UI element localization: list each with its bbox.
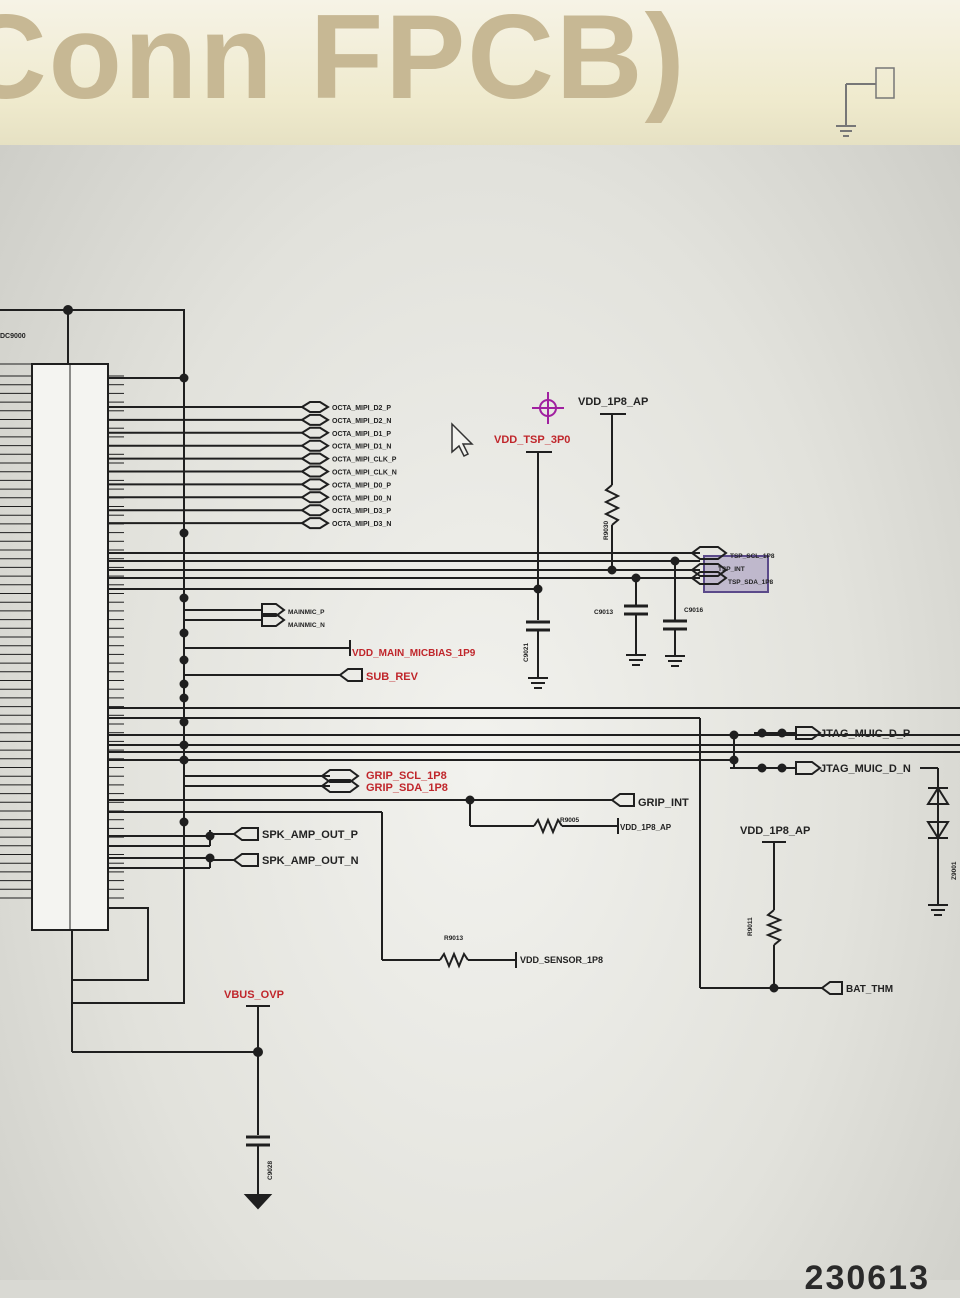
- net-vbus-ovp: VBUS_OVP: [224, 989, 284, 1001]
- cursor-crosshair-icon: [532, 392, 564, 424]
- ref-c9021: C9021: [523, 642, 530, 662]
- net-tsp-int: TSP_INT: [718, 566, 745, 573]
- net-tsp-sda: TSP_SDA_1P8: [728, 579, 774, 586]
- net-vdd-1p8-ap-bat: VDD_1P8_AP: [740, 825, 810, 837]
- connector-right-pins: [108, 375, 124, 899]
- ref-r9011: R9011: [747, 917, 754, 936]
- mipi-port-symbol: [300, 504, 330, 517]
- ref-r9005: R9005: [560, 817, 580, 824]
- mipi-port-symbol: [300, 478, 330, 491]
- net-tsp-scl: TSP_SCL_1P8: [730, 553, 775, 560]
- mipi-net-label: OCTA_MIPI_D2_N: [332, 418, 391, 425]
- mipi-port-symbol: [300, 413, 330, 426]
- ref-c9013: C9013: [594, 609, 614, 616]
- net-vdd-sensor: VDD_SENSOR_1P8: [520, 955, 603, 965]
- ref-r9013: R9013: [444, 935, 464, 942]
- mouse-pointer-icon: [451, 422, 474, 458]
- net-mainmic-p: MAINMIC_P: [288, 609, 325, 616]
- mipi-port-symbol: [300, 426, 330, 439]
- net-grip-int: GRIP_INT: [638, 797, 689, 809]
- mipi-port-symbol: [300, 452, 330, 465]
- mipi-net-label: OCTA_MIPI_CLK_P: [332, 457, 397, 464]
- net-mainmic-n: MAINMIC_N: [288, 622, 325, 629]
- net-spk-amp-p: SPK_AMP_OUT_P: [262, 829, 358, 841]
- mipi-net-label: OCTA_MIPI_D0_N: [332, 495, 391, 502]
- net-spk-amp-n: SPK_AMP_OUT_N: [262, 855, 359, 867]
- net-vdd-tsp-3p0: VDD_TSP_3P0: [494, 434, 570, 446]
- ref-c9028: C9028: [267, 1160, 274, 1180]
- net-sub-rev: SUB_REV: [366, 671, 419, 683]
- mipi-net-label: OCTA_MIPI_D0_P: [332, 482, 391, 489]
- connector-ref: DC9000: [0, 333, 26, 340]
- tsp-port-symbols: [690, 546, 728, 585]
- mipi-port-symbol: [300, 401, 330, 413]
- net-jtag-p: JTAG_MUIC_D_P: [820, 728, 910, 740]
- net-vdd-1p8-ap: VDD_1P8_AP: [578, 396, 648, 408]
- mipi-net-label: OCTA_MIPI_D3_P: [332, 508, 391, 515]
- mipi-net-label: OCTA_MIPI_D3_N: [332, 521, 391, 528]
- net-jtag-n: JTAG_MUIC_D_N: [820, 763, 911, 775]
- mipi-port-symbol: [300, 465, 330, 478]
- mipi-net-label: OCTA_MIPI_D1_P: [332, 431, 391, 438]
- net-vdd-1p8-ap-grip: VDD_1P8_AP: [620, 823, 672, 832]
- net-bat-thm: BAT_THM: [846, 984, 893, 995]
- ref-c9016: C9016: [684, 607, 704, 614]
- connector-left-pins: [0, 375, 32, 899]
- mipi-net-label: OCTA_MIPI_CLK_N: [332, 470, 397, 477]
- ground-symbol-top: [836, 67, 895, 137]
- mipi-signal-lines: [108, 401, 330, 530]
- ref-r9030: R9030: [603, 520, 610, 540]
- ref-z9001: Z9001: [951, 861, 958, 880]
- net-grip-scl: GRIP_SCL_1P8: [366, 770, 447, 782]
- slide-title: Conn FPCB): [0, 0, 687, 124]
- mipi-net-label: OCTA_MIPI_D1_N: [332, 444, 391, 451]
- mipi-net-label: OCTA_MIPI_D2_P: [332, 405, 391, 412]
- net-vdd-main-micbias: VDD_MAIN_MICBIAS_1P9: [352, 648, 476, 659]
- mipi-port-symbol: [300, 439, 330, 452]
- net-grip-sda: GRIP_SDA_1P8: [366, 782, 448, 794]
- slide-title-banner: Conn FPCB): [0, 0, 960, 145]
- mipi-port-symbol: [300, 517, 330, 530]
- mipi-port-symbol: [300, 491, 330, 504]
- date-stamp: 230613: [804, 1259, 930, 1297]
- tsp-selection-highlight: [703, 555, 769, 593]
